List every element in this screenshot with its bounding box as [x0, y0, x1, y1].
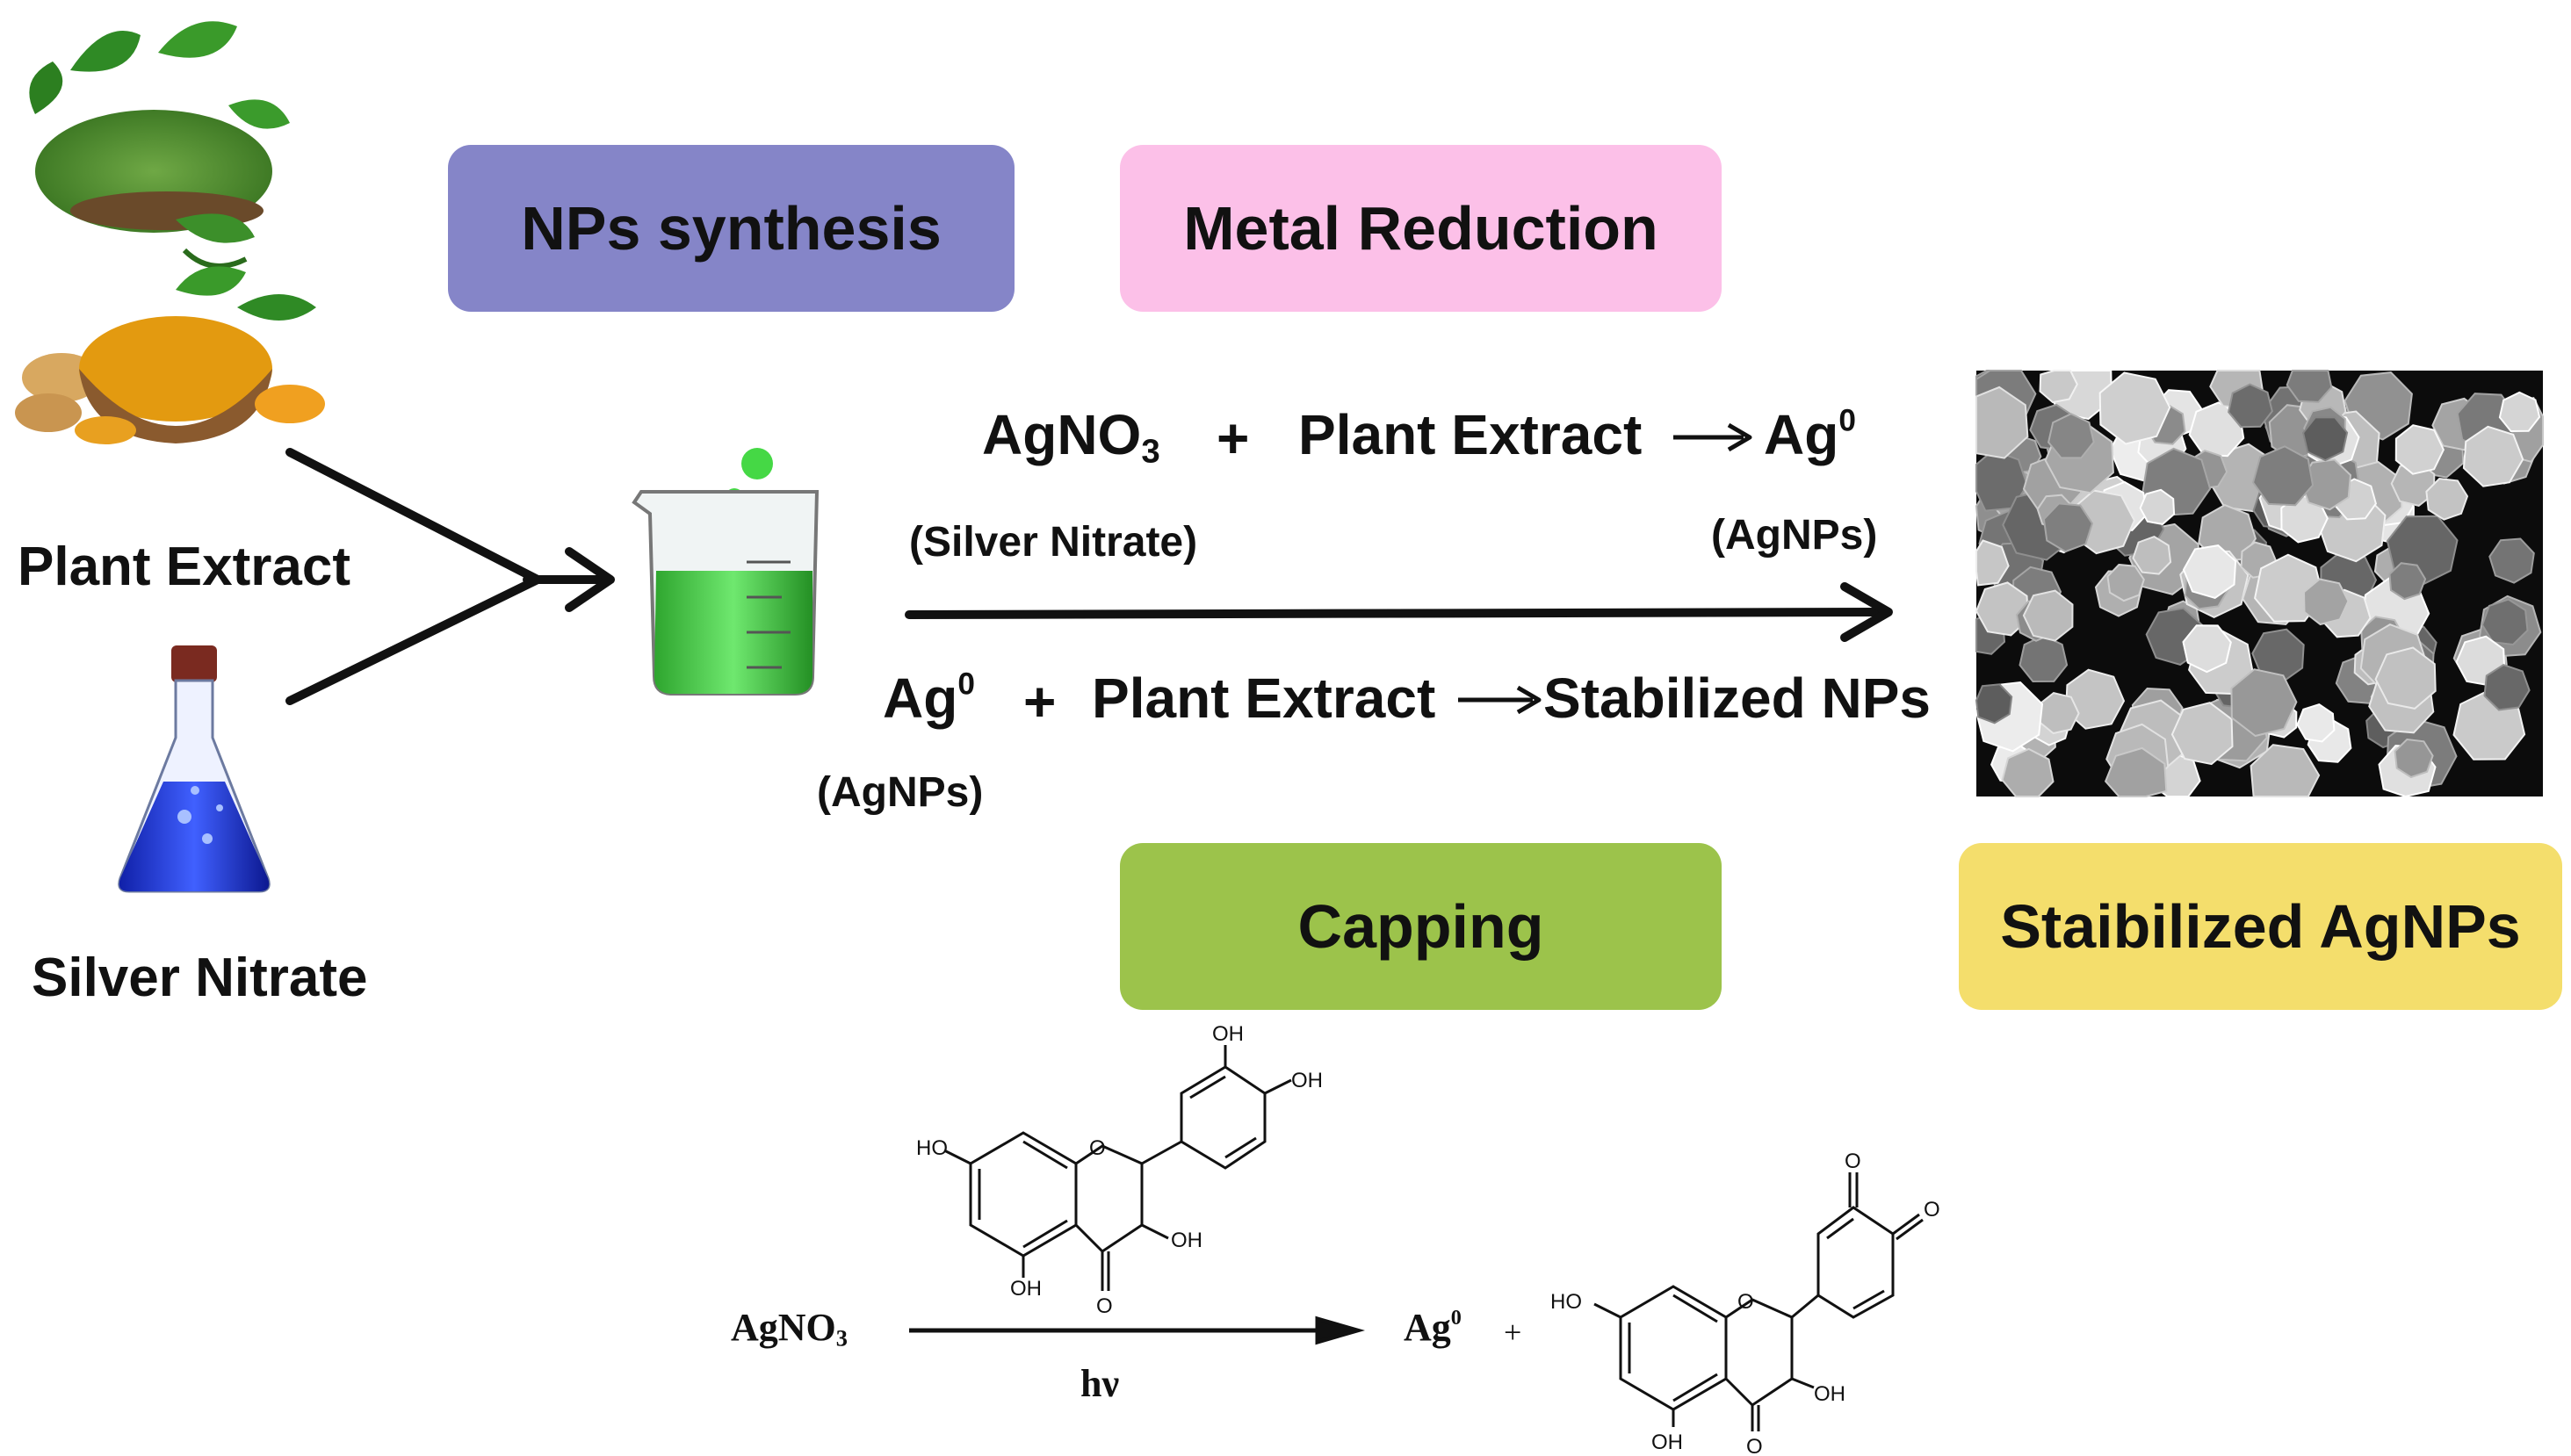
reaction1-product: Ag0: [1764, 403, 1856, 466]
main-process-arrow: [905, 582, 1893, 642]
stabilized-label: Staibilized AgNPs: [2000, 892, 2521, 961]
nanoparticle: [2042, 502, 2093, 553]
nanoparticle: [2302, 416, 2349, 462]
nanoparticle: [2098, 371, 2171, 445]
nanoparticle: [2296, 703, 2336, 743]
nanoparticle: [2182, 544, 2237, 599]
reaction3-plus: +: [1504, 1315, 1522, 1350]
nanoparticle: [2064, 668, 2126, 730]
oh-label: OH: [1010, 1277, 1042, 1301]
reaction2-reagent: Plant Extract: [1092, 667, 1436, 730]
nanoparticle: [2488, 537, 2535, 584]
reaction1-reactant-note: (Silver Nitrate): [909, 519, 1198, 566]
green-tea-icon: [29, 21, 290, 269]
nanoparticle: [2481, 598, 2529, 646]
o-label: O: [1737, 1290, 1754, 1314]
nanoparticle: [2022, 589, 2074, 642]
o-label: O: [1096, 1294, 1113, 1318]
nanoparticle: [2483, 663, 2531, 711]
nanoparticle: [2394, 738, 2434, 779]
nanoparticle: [2001, 747, 2055, 797]
reaction1-product-note: (AgNPs): [1711, 512, 1878, 559]
nanoparticle: [2462, 425, 2524, 487]
reduction-label: Metal Reduction: [1183, 194, 1658, 263]
nanoparticle: [2252, 445, 2315, 507]
nanoparticle: [2251, 628, 2305, 682]
oh-label: OH: [1651, 1431, 1683, 1454]
reaction2-reactant-note: (AgNPs): [817, 769, 984, 816]
nanoparticle: [1975, 683, 2013, 724]
plant-extract-label: Plant Extract: [18, 537, 351, 597]
oh-label: OH: [1212, 1022, 1244, 1046]
nanoparticle: [2228, 383, 2273, 429]
nanoparticle: [1975, 386, 2029, 459]
nanoparticle: [2039, 370, 2078, 404]
turmeric-icon: [15, 266, 325, 444]
nanoparticle: [2374, 646, 2437, 710]
synthesis-label: NPs synthesis: [521, 194, 942, 263]
reaction2-plus: +: [1023, 670, 1057, 733]
nanoparticle: [2106, 563, 2145, 602]
nanoparticle: [2230, 668, 2298, 738]
capping-label: Capping: [1297, 892, 1544, 961]
nanoparticle: [2394, 424, 2445, 475]
stabilized-box: Staibilized AgNPs: [1959, 843, 2562, 1010]
nanoparticle: [2019, 634, 2069, 683]
silver-nitrate-label: Silver Nitrate: [32, 948, 368, 1008]
reaction2-product: Stabilized NPs: [1543, 667, 1931, 730]
ho-label: HO: [916, 1136, 948, 1160]
reaction3-arrow: [909, 1315, 1366, 1345]
reaction2-reactant: Ag0: [883, 667, 975, 730]
nanoparticle: [2139, 488, 2176, 525]
nanoparticle: [1975, 539, 2010, 587]
o-label: O: [1845, 1150, 1861, 1173]
reaction2-arrow: [1458, 685, 1542, 715]
synthesis-box: NPs synthesis: [448, 145, 1015, 312]
flavonoid-reactant-structure: [943, 1045, 1292, 1291]
nanoparticle: [2104, 746, 2168, 797]
reaction1-arrow: [1673, 422, 1752, 452]
oh-label: OH: [1291, 1069, 1323, 1092]
o-label: O: [1924, 1198, 1940, 1222]
nanoparticle: [2250, 744, 2321, 797]
reaction3-product: Ag0: [1404, 1305, 1462, 1349]
nanoparticle: [2498, 391, 2541, 433]
reaction1-plus: +: [1217, 407, 1250, 470]
reduction-box: Metal Reduction: [1120, 145, 1722, 312]
nanoparticle: [2286, 370, 2333, 403]
nanoparticle: [2132, 535, 2172, 575]
beaker-icon: [632, 448, 820, 696]
reaction3-reactant: AgNO3: [731, 1306, 848, 1351]
ho-label: HO: [1550, 1290, 1582, 1314]
flask-icon: [118, 645, 271, 893]
capping-box: Capping: [1120, 843, 1722, 1010]
flavonoid-product-structure: [1593, 1172, 1924, 1431]
reaction1-reagent: Plant Extract: [1298, 403, 1643, 466]
reaction1-reactant: AgNO3: [982, 403, 1160, 471]
o-label: O: [1089, 1136, 1106, 1160]
reaction3-condition: hν: [1080, 1362, 1120, 1405]
nanoparticle: [2047, 413, 2095, 459]
nanoparticle: [2182, 624, 2232, 674]
converging-arrows: [285, 448, 615, 705]
o-label: O: [1746, 1435, 1763, 1456]
nanoparticle: [1975, 581, 2030, 637]
nanoparticle: [2388, 562, 2427, 601]
nanoparticle-micrograph: [1975, 370, 2544, 798]
nanoparticle: [2425, 478, 2469, 521]
nanoparticle: [2302, 578, 2350, 626]
nanoparticle: [2170, 702, 2234, 766]
oh-label: OH: [1814, 1382, 1845, 1406]
oh-label: OH: [1171, 1229, 1202, 1252]
